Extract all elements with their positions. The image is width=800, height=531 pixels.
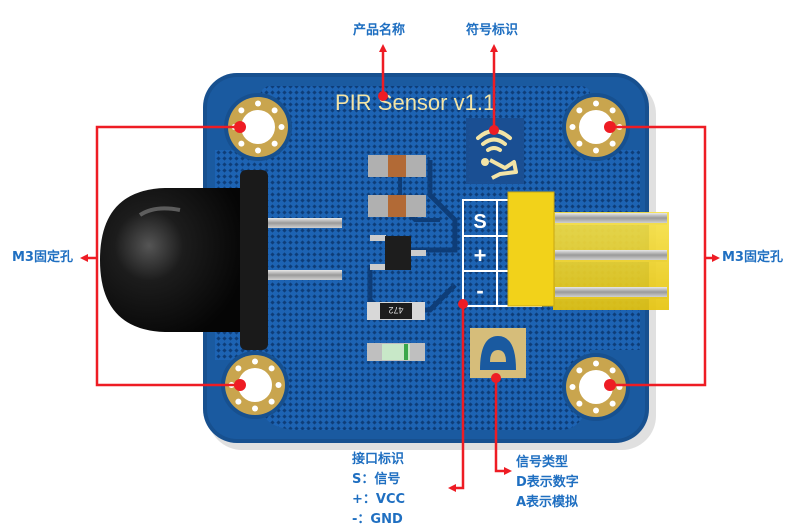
smd-led	[367, 343, 425, 361]
via-dot	[238, 140, 245, 147]
via-dot	[609, 140, 616, 147]
via-dot	[271, 140, 278, 147]
leader-arrowheads	[80, 44, 720, 492]
label-interface: 接口标识 S：信号 +：VCC -：GND	[352, 450, 405, 530]
label-mount-hole-left: M3固定孔	[12, 250, 73, 265]
smd-resistor-472: 472	[367, 302, 425, 320]
smd-capacitor-2	[368, 195, 426, 217]
via-dot	[576, 367, 583, 374]
smd-capacitor-1	[368, 155, 426, 177]
label-interface-vcc: +：VCC	[352, 492, 406, 507]
via-dot	[271, 107, 278, 114]
via-dot	[268, 365, 275, 372]
via-dot	[235, 365, 242, 372]
via-dot	[275, 382, 282, 388]
pin-s: S	[473, 211, 486, 233]
leader-dots	[234, 91, 616, 391]
board-title: PIR Sensor v1.1	[335, 90, 495, 115]
via-dot	[255, 100, 261, 107]
via-dot	[593, 360, 599, 367]
via-dot	[593, 147, 599, 154]
pir-dome-sensor	[100, 170, 342, 350]
via-dot	[268, 398, 275, 405]
label-signal-type-analog: A表示模拟	[516, 495, 579, 510]
via-dot	[609, 400, 616, 407]
signal-type-mark	[470, 328, 526, 378]
mount-hole-vias	[228, 100, 623, 414]
via-dot	[278, 124, 285, 130]
via-dot	[252, 358, 258, 365]
transistor-sot23	[370, 235, 426, 270]
label-interface-title: 接口标识	[352, 452, 405, 467]
via-dot	[609, 107, 616, 114]
via-dot	[569, 384, 576, 390]
via-dot	[609, 367, 616, 374]
via-dot	[235, 398, 242, 405]
label-interface-gnd: -：GND	[352, 512, 403, 527]
pin-minus: -	[476, 278, 483, 303]
label-symbol-mark: 符号标识	[466, 23, 519, 38]
via-dot	[593, 100, 599, 107]
via-dot	[569, 124, 576, 130]
via-dot	[238, 107, 245, 114]
via-dot	[252, 405, 258, 412]
label-mount-hole-right: M3固定孔	[722, 250, 783, 265]
label-product-name: 产品名称	[353, 23, 406, 38]
jst-connector	[507, 191, 669, 310]
label-interface-s: S：信号	[352, 472, 401, 487]
svg-text:472: 472	[388, 305, 403, 315]
via-dot	[576, 400, 583, 407]
via-dot	[576, 107, 583, 114]
via-dot	[576, 140, 583, 147]
label-signal-type-digital: D表示数字	[516, 475, 579, 490]
label-signal-type: 信号类型 D表示数字 A表示模拟	[516, 453, 579, 513]
pin-plus: +	[474, 243, 487, 268]
via-dot	[255, 147, 261, 154]
via-dot	[593, 407, 599, 414]
label-signal-type-title: 信号类型	[516, 455, 569, 470]
